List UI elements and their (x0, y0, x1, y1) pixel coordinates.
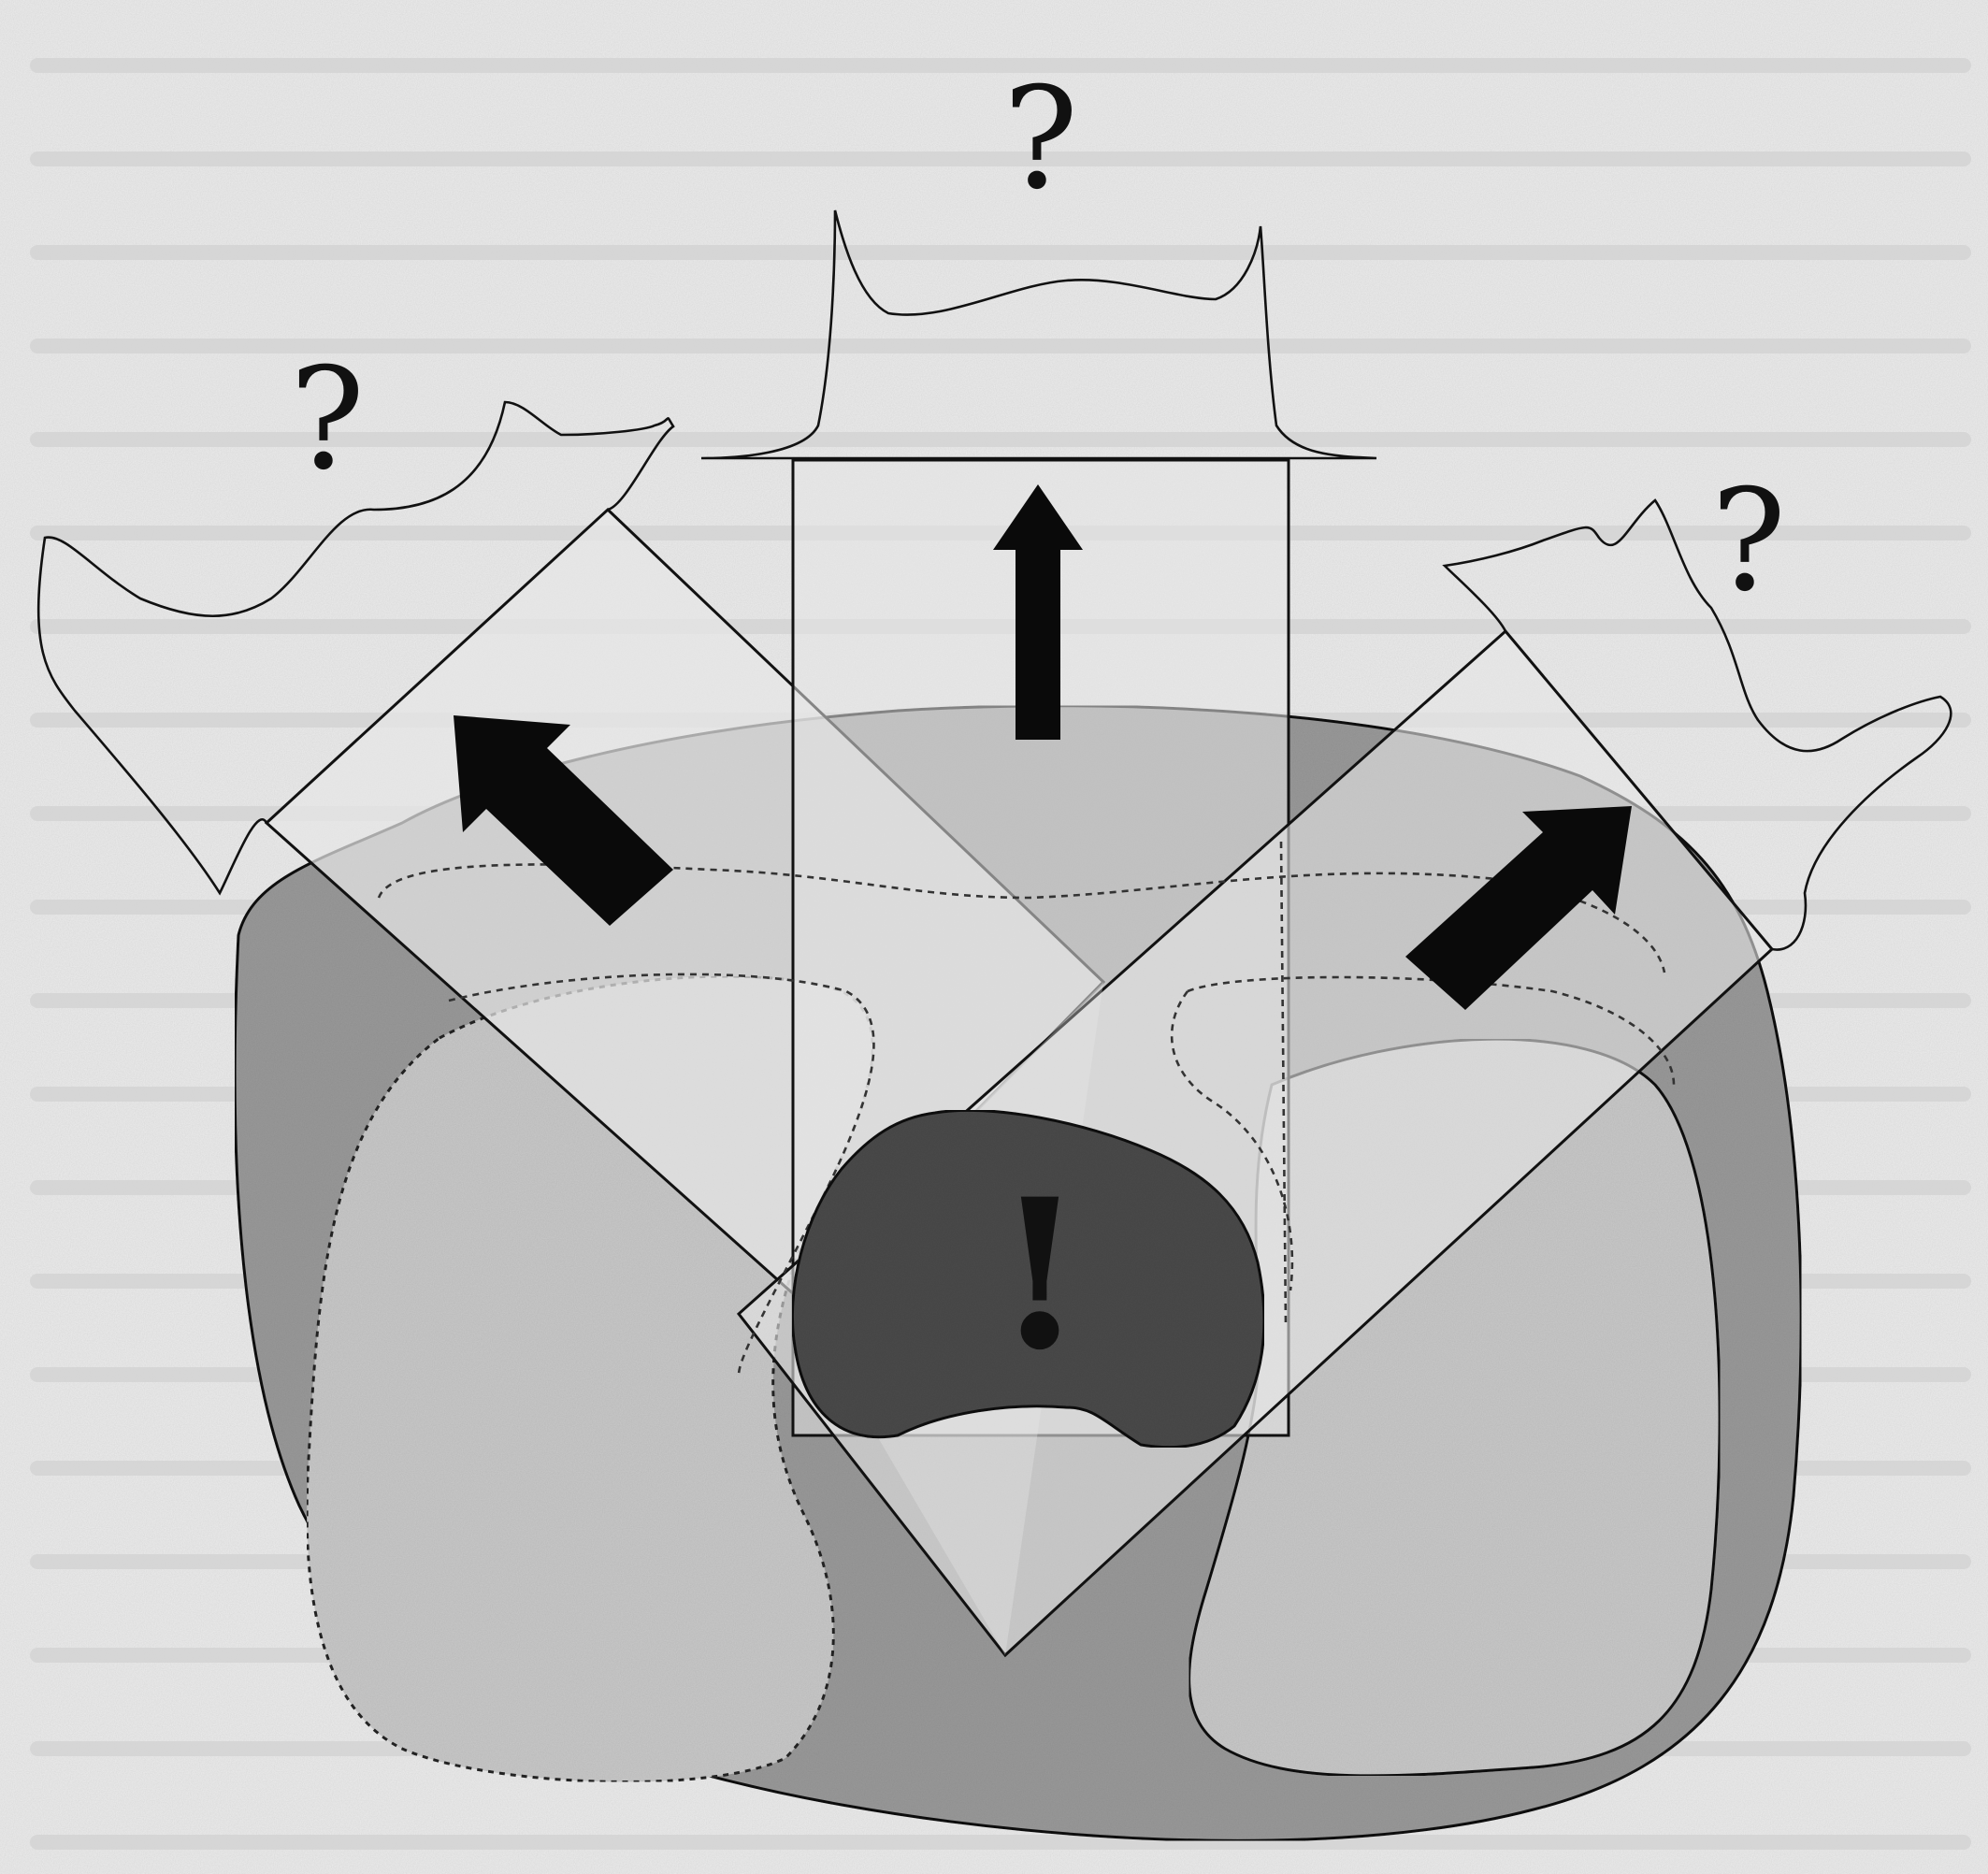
profile-top-mark: ? (1003, 58, 1078, 221)
target-mark: ! (995, 1153, 1086, 1395)
profile-left-mark: ? (290, 339, 365, 501)
profile-right-mark: ? (1711, 460, 1786, 623)
